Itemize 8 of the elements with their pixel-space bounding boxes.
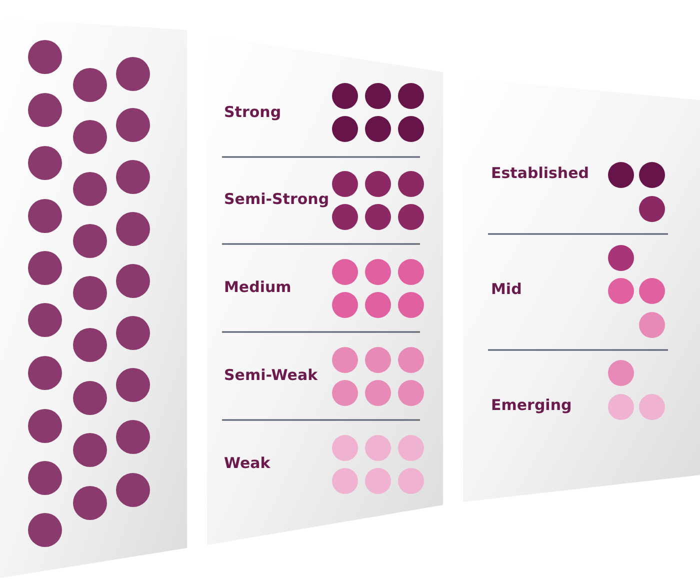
tier-label: Emerging bbox=[491, 396, 572, 414]
tier-label: Weak bbox=[224, 454, 270, 472]
tier-label: Strong bbox=[224, 103, 282, 121]
tier-label: Semi-Strong bbox=[224, 190, 330, 208]
tier-label: Semi-Weak bbox=[224, 366, 318, 384]
tier-label: Medium bbox=[224, 278, 292, 296]
tier-label: Mid bbox=[491, 280, 522, 298]
tier-label: Established bbox=[491, 164, 590, 182]
